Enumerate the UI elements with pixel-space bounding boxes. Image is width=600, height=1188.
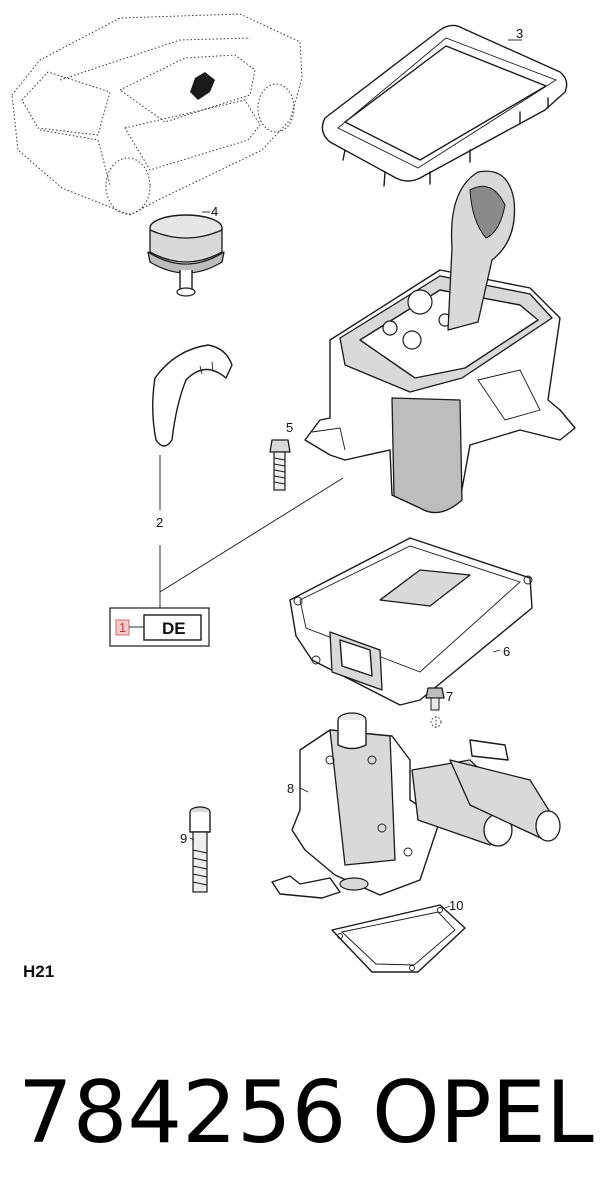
callout-code: DE <box>162 619 186 638</box>
callout-index: 1 <box>119 620 126 635</box>
leader-lines <box>159 39 522 909</box>
part-6-gate-plate <box>289 537 533 706</box>
part-label-8: 8 <box>287 781 294 796</box>
part-label-3: 3 <box>516 26 523 41</box>
part-label-7: 7 <box>446 689 453 704</box>
part-2-cover <box>152 344 233 447</box>
part-label-5: 5 <box>286 420 293 435</box>
part-label-4: 4 <box>211 204 218 219</box>
part-8-actuator <box>271 712 561 899</box>
brand-name: OPEL <box>372 1063 594 1163</box>
part-4-cap <box>147 214 225 297</box>
part-5-bolt <box>269 439 291 491</box>
part-9-bolt <box>189 806 211 893</box>
part-3-boot-frame <box>321 24 568 187</box>
part-label-2: 2 <box>156 515 163 530</box>
part-label-9: 9 <box>180 831 187 846</box>
callout-box: 1 DE <box>109 607 210 647</box>
part-10-gasket <box>331 904 466 973</box>
group-code: H21 <box>23 962 54 981</box>
car-outline-illustration <box>11 13 303 216</box>
part-label-6: 6 <box>503 644 510 659</box>
part-label-10: 10 <box>449 898 463 913</box>
part-7-screw <box>425 687 445 728</box>
part-number: 784256 <box>18 1063 346 1163</box>
shifter-assembly <box>304 170 576 514</box>
